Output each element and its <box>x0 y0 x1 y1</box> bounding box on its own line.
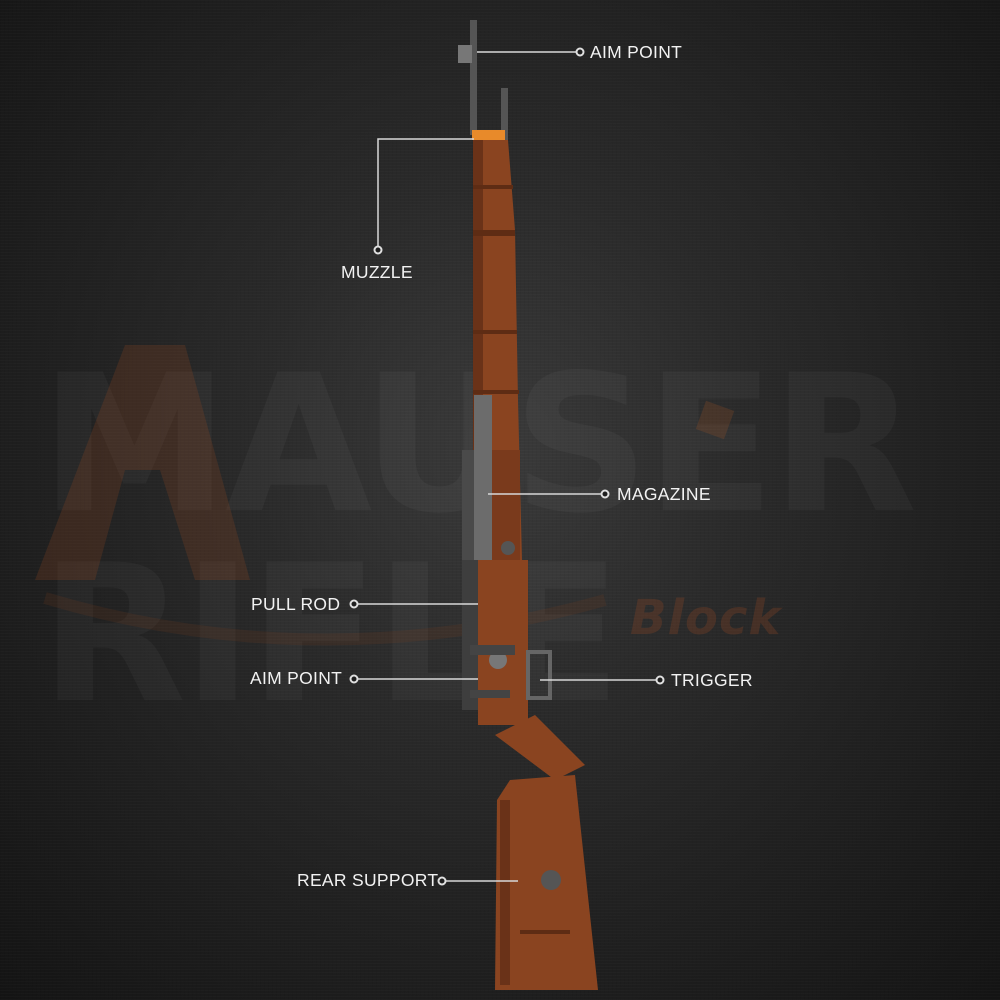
receiver-group <box>462 560 552 725</box>
label-aim-point-top: AIM POINT <box>590 42 683 62</box>
muzzle-cap <box>472 130 505 140</box>
label-trigger: TRIGGER <box>671 670 753 690</box>
label-muzzle: MUZZLE <box>341 262 413 282</box>
front-sight-rail <box>458 20 508 158</box>
rifle-wrist <box>495 715 585 780</box>
label-pull-rod: PULL ROD <box>251 594 341 614</box>
label-rear-support: REAR SUPPORT <box>297 870 439 890</box>
rifle-stock <box>495 775 598 990</box>
magazine-section <box>462 395 520 572</box>
callout-lines <box>356 51 658 882</box>
label-magazine: MAGAZINE <box>617 484 711 504</box>
label-aim-point-bottom: AIM POINT <box>250 668 343 688</box>
callout-dots <box>349 47 665 886</box>
watermark-sub: Block <box>630 590 782 646</box>
